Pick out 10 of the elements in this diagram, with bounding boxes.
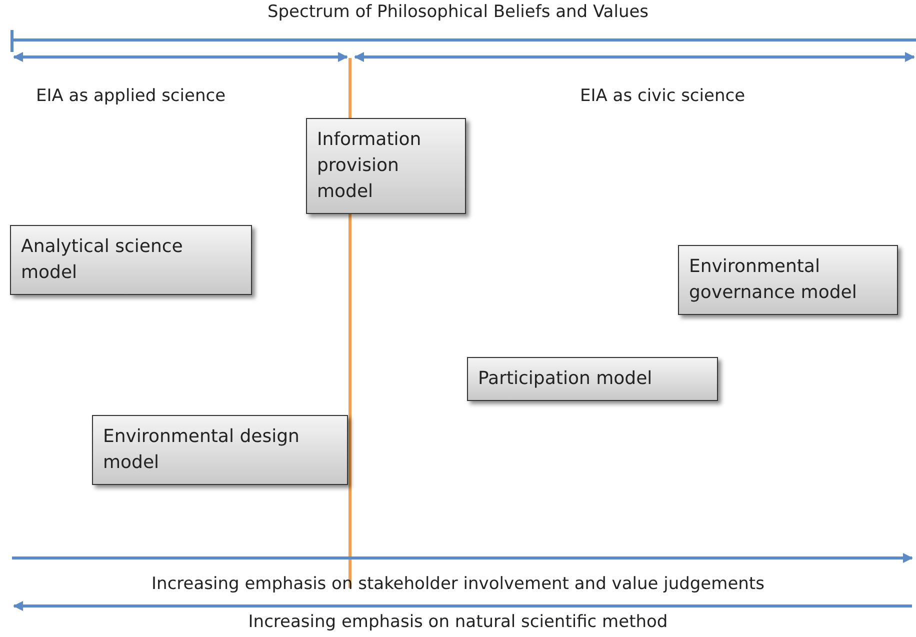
model-box: Information provision model: [306, 118, 466, 214]
model-box: Analytical science model: [10, 225, 252, 295]
title: Spectrum of Philosophical Beliefs and Values: [266, 2, 650, 22]
axis-label: Increasing emphasis on stakeholder involvement and value judgements: [150, 574, 766, 594]
model-box: Environmental governance model: [678, 245, 898, 315]
model-box: Participation model: [467, 357, 718, 401]
model-box: Environmental design model: [92, 415, 348, 485]
region-label: EIA as civic science: [580, 86, 746, 106]
axis-label: Increasing emphasis on natural scientific method: [247, 612, 669, 632]
region-label: EIA as applied science: [36, 86, 226, 106]
